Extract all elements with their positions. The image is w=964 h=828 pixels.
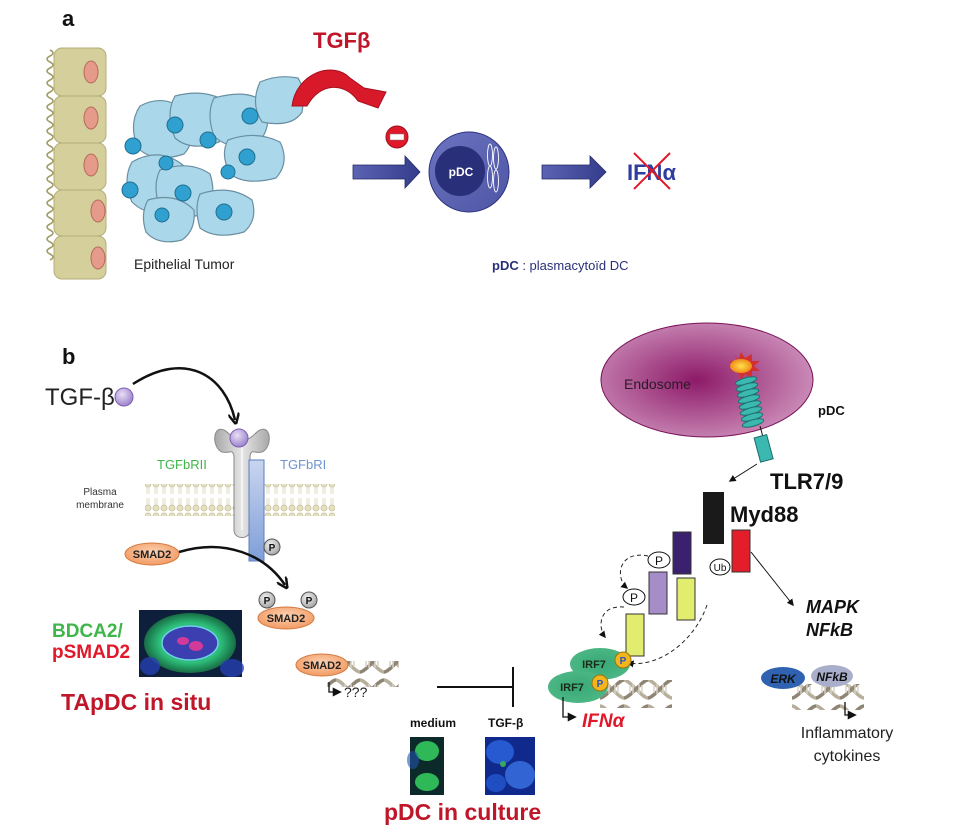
tgfbri-receptor xyxy=(248,459,265,562)
phospho-icon xyxy=(591,674,609,692)
inhibition-bar xyxy=(437,667,514,707)
tgfbrii-label: TGFbRII xyxy=(157,457,207,472)
smad2-phosphorylated: SMAD2 P P xyxy=(257,591,318,630)
svg-text:P: P xyxy=(269,543,276,554)
myd88-box xyxy=(703,492,724,544)
tumor-label: Epithelial Tumor xyxy=(134,256,235,272)
tgf-beta-ligand-label: TGF-β xyxy=(45,384,115,411)
svg-text:P: P xyxy=(655,554,663,568)
in-situ-title: TApDC in situ xyxy=(61,689,211,715)
pdc-label: pDC xyxy=(818,403,845,418)
dna-helix xyxy=(792,684,864,710)
svg-text:IRF7: IRF7 xyxy=(582,659,606,671)
svg-text:P: P xyxy=(306,596,313,607)
tumor-nuclei xyxy=(121,107,259,223)
tgf-beta-label: TGFβ xyxy=(313,28,370,53)
irf7-complex: IRF7 P IRF7 P xyxy=(548,648,672,722)
svg-text:SMAD2: SMAD2 xyxy=(133,549,172,561)
arrow-to-ifn-icon xyxy=(541,155,607,189)
membrane-label-1: Plasma xyxy=(83,487,117,498)
tumor-cluster xyxy=(126,76,304,243)
tlr-label: TLR7/9 xyxy=(770,469,843,494)
erk-nfkb-dna-complex: ERK NFkB xyxy=(761,665,864,720)
svg-text:P: P xyxy=(630,591,638,605)
phospho-icon-2: P xyxy=(622,588,646,606)
traf6-to-mapk-arrow xyxy=(750,551,794,607)
panel-a: a xyxy=(46,6,676,280)
panel-a-label: a xyxy=(62,6,75,31)
mapk-label: MAPK xyxy=(806,597,861,617)
ligand-binding-arrow xyxy=(132,366,235,420)
tgf-curved-arrow xyxy=(291,69,387,109)
ifn-alpha-output-label: IFNα xyxy=(582,711,626,732)
svg-text:SMAD2: SMAD2 xyxy=(267,613,306,625)
epithelial-cell xyxy=(53,235,107,280)
inhibition-icon xyxy=(385,125,409,149)
epithelium xyxy=(46,47,107,280)
irak4-box xyxy=(672,531,692,575)
endosome: Endosome xyxy=(600,322,814,438)
svg-text:NFkB: NFkB xyxy=(816,670,848,684)
ligand-star-icon xyxy=(729,352,760,380)
kinase-yellow-box-1 xyxy=(676,577,696,621)
culture-medium-image xyxy=(407,737,444,795)
smad2-target-label: ??? xyxy=(344,684,368,700)
phospho-icon xyxy=(300,591,318,609)
cytokines-label-1: Inflammatory xyxy=(801,725,893,742)
panel-b-label: b xyxy=(62,344,75,369)
smad2-dna-complex: SMAD2 ??? xyxy=(295,653,399,700)
pdc-legend-definition: : plasmacytoïd DC xyxy=(519,258,629,273)
svg-text:IRF7: IRF7 xyxy=(560,682,584,694)
stain-label-psmad2: pSMAD2 xyxy=(52,642,130,663)
tlr-to-myd88-arrow xyxy=(728,463,758,482)
tgf-ligand-icon xyxy=(114,387,134,407)
smad2-phosphorylation-arrow xyxy=(178,545,285,585)
culture-tgf-label: TGF-β xyxy=(488,716,523,730)
svg-text:ERK: ERK xyxy=(770,672,797,686)
pdc-legend: pDC : plasmacytoïd DC xyxy=(492,258,629,273)
pdc-legend-abbrev: pDC xyxy=(492,258,519,273)
svg-text:Ub: Ub xyxy=(714,563,727,574)
cytokines-label-2: cytokines xyxy=(814,748,881,765)
phospho-icon-1: P xyxy=(647,551,671,569)
svg-text:P: P xyxy=(620,656,627,667)
culture-medium-label: medium xyxy=(410,716,456,730)
tlr-receptor xyxy=(734,376,774,463)
tgfbri-label: TGFbRI xyxy=(280,457,326,472)
endosome-label: Endosome xyxy=(624,376,691,392)
svg-text:P: P xyxy=(597,679,604,690)
svg-text:P: P xyxy=(264,596,271,607)
phospho-icon xyxy=(614,651,632,669)
blocked-cross-icon xyxy=(633,152,671,190)
svg-text:SMAD2: SMAD2 xyxy=(303,660,342,672)
pdc-cell: pDC xyxy=(428,131,510,213)
myd88-label: Myd88 xyxy=(730,502,798,527)
tgfbrii-receptor xyxy=(214,428,270,538)
irak1-box xyxy=(648,571,668,615)
arrow-to-pdc-icon xyxy=(352,154,421,190)
phospho-icon xyxy=(258,591,276,609)
pdc-cell-label: pDC xyxy=(449,165,474,179)
traf6-box xyxy=(731,529,751,573)
dashed-arrows xyxy=(598,554,708,668)
membrane-label-2: membrane xyxy=(76,500,124,511)
kinase-yellow-box-2 xyxy=(625,613,645,657)
nfkb-label: NFkB xyxy=(806,620,853,640)
smad2-inactive: SMAD2 xyxy=(124,542,180,566)
panel-b: b TGF-β Plasma membrane TGFbRII TGFbRI P… xyxy=(45,322,893,825)
culture-title: pDC in culture xyxy=(384,799,541,825)
dna-helix xyxy=(600,680,672,708)
ub-icon: Ub xyxy=(709,558,731,576)
in-situ-micrograph xyxy=(139,610,244,677)
phospho-receptor-icon: P xyxy=(263,538,281,556)
stain-label-bdca2: BDCA2/ xyxy=(52,621,123,642)
culture-tgf-image xyxy=(485,737,535,795)
